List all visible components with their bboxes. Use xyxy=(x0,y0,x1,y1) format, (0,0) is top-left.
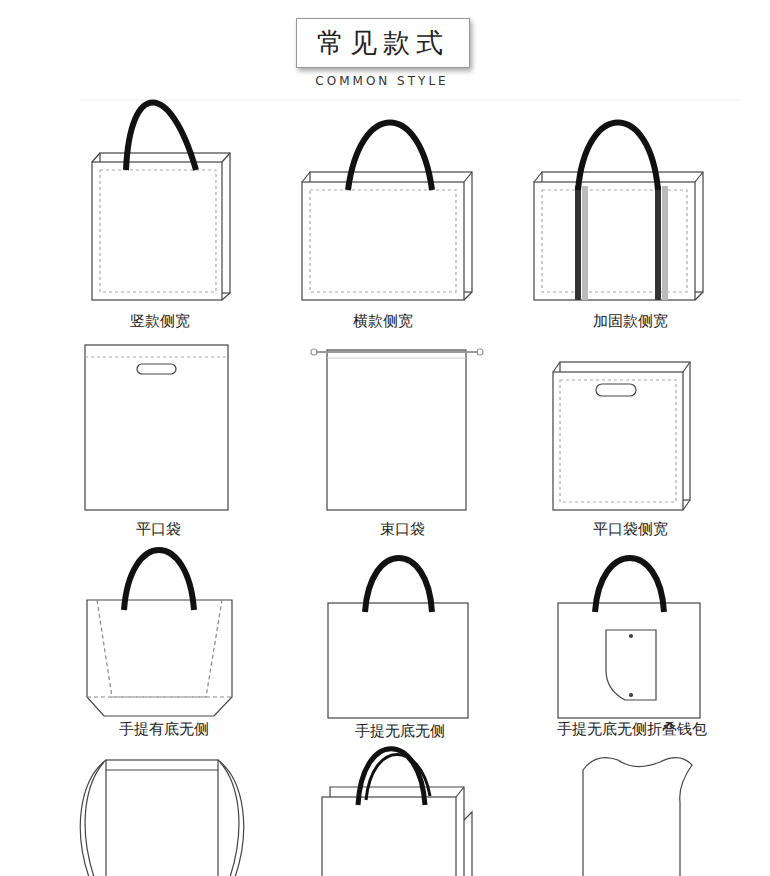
paper-bag xyxy=(322,749,472,876)
backpack-bag xyxy=(80,760,243,876)
flat-bag xyxy=(85,345,228,510)
reinforced-bag xyxy=(534,123,703,301)
style-label: 束口袋 xyxy=(380,520,425,539)
style-label: 手提无底无侧 xyxy=(355,722,445,741)
foldable-bag xyxy=(558,558,700,718)
vertical-bag xyxy=(92,103,230,301)
style-label: 竖款侧宽 xyxy=(130,312,190,331)
style-label: 手提无底无侧折叠钱包 xyxy=(557,720,707,739)
flat-gusset-bag xyxy=(553,362,690,510)
vest-bag xyxy=(583,758,692,876)
style-label: 加固款侧宽 xyxy=(593,312,668,331)
style-label: 平口袋 xyxy=(136,520,181,539)
bottom-bag xyxy=(87,550,232,716)
horizontal-bag xyxy=(302,123,472,301)
title: 常见款式 xyxy=(317,25,449,61)
plain-handle-bag xyxy=(328,558,468,718)
style-label: 平口袋侧宽 xyxy=(593,520,668,539)
style-label: 手提有底无侧 xyxy=(119,720,209,739)
subtitle: COMMON STYLE xyxy=(315,74,448,88)
style-label: 横款侧宽 xyxy=(353,312,413,331)
drawstring-bag xyxy=(311,349,483,510)
title-box: 常见款式 xyxy=(296,18,470,68)
